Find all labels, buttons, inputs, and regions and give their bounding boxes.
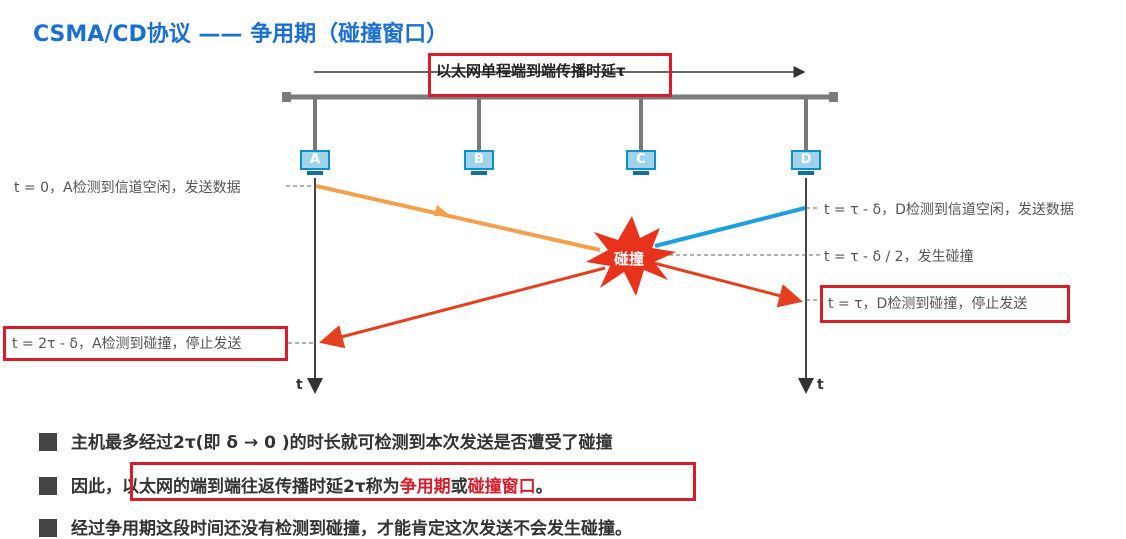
d-detect-highlight-box	[820, 285, 1070, 323]
station-c-icon: C	[626, 150, 656, 175]
event-d-detect: t = τ，D检测到碰撞，停止发送	[828, 296, 1028, 312]
propagation-highlight-box	[428, 53, 672, 97]
bullet-square-icon	[39, 433, 57, 451]
page-title: CSMA/CD协议 —— 争用期（碰撞窗口）	[33, 22, 449, 47]
bullet-2-end: 。	[535, 477, 553, 497]
event-a-detect: t = 2τ - δ，A检测到碰撞，停止发送	[12, 336, 242, 352]
a-detect-highlight-box	[3, 326, 288, 361]
signal-a-arrowhead	[434, 205, 451, 216]
collision-to-a	[319, 266, 606, 349]
bullet-3: 经过争用期这段时间还没有检测到碰撞，才能肯定这次发送不会发生碰撞。	[39, 514, 632, 539]
term-collision-window: 碰撞窗口	[467, 477, 536, 497]
station-d-label: D	[791, 150, 821, 170]
station-c-label: C	[626, 150, 656, 170]
station-b-icon: B	[464, 150, 494, 175]
term-contention-period: 争用期	[399, 477, 451, 497]
bus-cable	[282, 92, 838, 102]
time-axis-d-label: t	[817, 377, 824, 393]
bullet-2-or: 或	[450, 477, 468, 497]
station-a-icon: A	[300, 150, 330, 175]
bullet-square-icon	[39, 477, 57, 495]
station-b-label: B	[464, 150, 494, 170]
signal-d	[654, 206, 806, 248]
event-collision: t = τ - δ / 2，发生碰撞	[824, 249, 974, 265]
propagation-label: 以太网单程端到端传播时延τ	[436, 62, 626, 80]
collision-label: 碰撞	[614, 250, 645, 268]
collision-to-d	[649, 260, 803, 308]
time-axis-a-label: t	[296, 377, 303, 393]
event-a-send: t = 0，A检测到信道空闲，发送数据	[14, 180, 241, 196]
signal-a	[315, 184, 601, 252]
bullet-1: 主机最多经过2τ(即 δ → 0 )的时长就可检测到本次发送是否遭受了碰撞	[39, 428, 613, 453]
bullet-2-main: 以太网的端到端往返传播时延2τ称为	[122, 477, 400, 497]
station-d-icon: D	[791, 150, 821, 175]
collision-burst	[586, 216, 676, 296]
bullet-3-text: 经过争用期这段时间还没有检测到碰撞，才能肯定这次发送不会发生碰撞。	[71, 519, 632, 539]
event-d-send: t = τ - δ，D检测到信道空闲，发送数据	[824, 202, 1074, 218]
bullet-1-text: 主机最多经过2τ(即 δ → 0 )的时长就可检测到本次发送是否遭受了碰撞	[71, 433, 613, 453]
station-a-label: A	[300, 150, 330, 170]
bullet-2: 因此，以太网的端到端往返传播时延2τ称为争用期或碰撞窗口。	[39, 472, 553, 497]
definition-highlight-box	[130, 462, 696, 501]
bullet-square-icon	[39, 519, 57, 537]
bullet-2-prefix: 因此，	[71, 477, 122, 497]
